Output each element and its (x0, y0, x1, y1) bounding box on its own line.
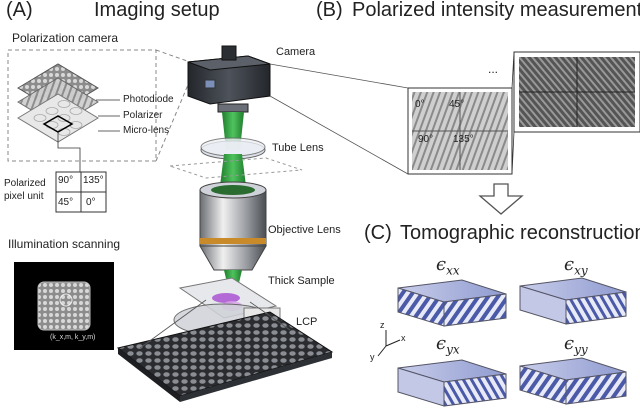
layer-label-microlens: Micro-lens (123, 125, 170, 136)
projection-line-bottom (155, 79, 191, 162)
panel-b-title: Polarized intensity measurements (352, 0, 640, 21)
pixel-unit-box (55, 171, 107, 213)
pixel-angle-45: 45° (58, 197, 74, 208)
panel-a-title: Imaging setup (94, 0, 220, 21)
camera-detail-box (7, 49, 157, 162)
slab-yx (397, 359, 507, 407)
layer-label-polarizer: Polarizer (123, 110, 163, 121)
projection-b-top (269, 63, 409, 89)
camera-body (187, 45, 271, 113)
image-plane (169, 157, 303, 179)
panel-c-letter: (C) (364, 222, 392, 244)
pixel-unit-label-line2: pixel unit (4, 191, 44, 202)
ellipsis-label: ... (488, 62, 499, 76)
camera-label: Camera (276, 46, 316, 58)
panel-b-letter: (B) (316, 0, 343, 21)
pixel-angle-0: 0° (86, 197, 96, 208)
objective-lens-label: Objective Lens (268, 224, 341, 236)
slab-xy (519, 277, 627, 325)
projection-line-top (155, 49, 191, 63)
tensor-label-xx: ϵxx (436, 254, 460, 278)
polarization-camera-label: Polarization camera (12, 31, 119, 45)
microscope-illustration (116, 45, 334, 402)
tile-angle-90: 90° (418, 134, 434, 145)
slab-xx (397, 279, 507, 327)
down-arrow (478, 183, 524, 215)
lcp-label: LCP (296, 316, 318, 328)
panel-c-title: Tomographic reconstruction (400, 222, 640, 244)
measurement-stack (269, 51, 640, 175)
k-coordinate-label: (k_x,m, k_y,m) (50, 334, 96, 341)
tube-lens-label: Tube Lens (272, 142, 324, 154)
axis-label-x: x (401, 333, 406, 343)
pixel-unit-highlight (42, 115, 74, 133)
illumination-scanning-label: Illumination scanning (8, 237, 121, 251)
tensor-label-xy: ϵxy (564, 254, 588, 278)
illumination-pattern (14, 262, 114, 350)
tensor-label-yx: ϵyx (436, 333, 460, 357)
slab-yy (519, 357, 627, 405)
objective-lens (199, 181, 267, 271)
axes-gizmo (377, 330, 401, 357)
pixel-angle-135: 135° (83, 175, 104, 186)
axis-label-y: y (370, 352, 375, 362)
tensor-label-yy: ϵyy (564, 333, 588, 357)
layer-label-photodiode: Photodiode (123, 94, 174, 105)
projection-b-bottom (269, 95, 409, 175)
tile-angle-135: 135° (453, 134, 474, 145)
beam-middle (220, 154, 246, 186)
pixel-angle-90: 90° (58, 175, 74, 186)
tile-angle-0: 0° (415, 99, 425, 110)
pixel-unit-label-line1: Polarized (4, 178, 46, 189)
panel-a-letter: (A) (6, 0, 33, 21)
tile-angle-45: 45° (449, 99, 465, 110)
pixel-stack-diagram (7, 49, 157, 172)
thick-sample-label: Thick Sample (268, 275, 335, 287)
axis-label-z: z (380, 320, 385, 330)
